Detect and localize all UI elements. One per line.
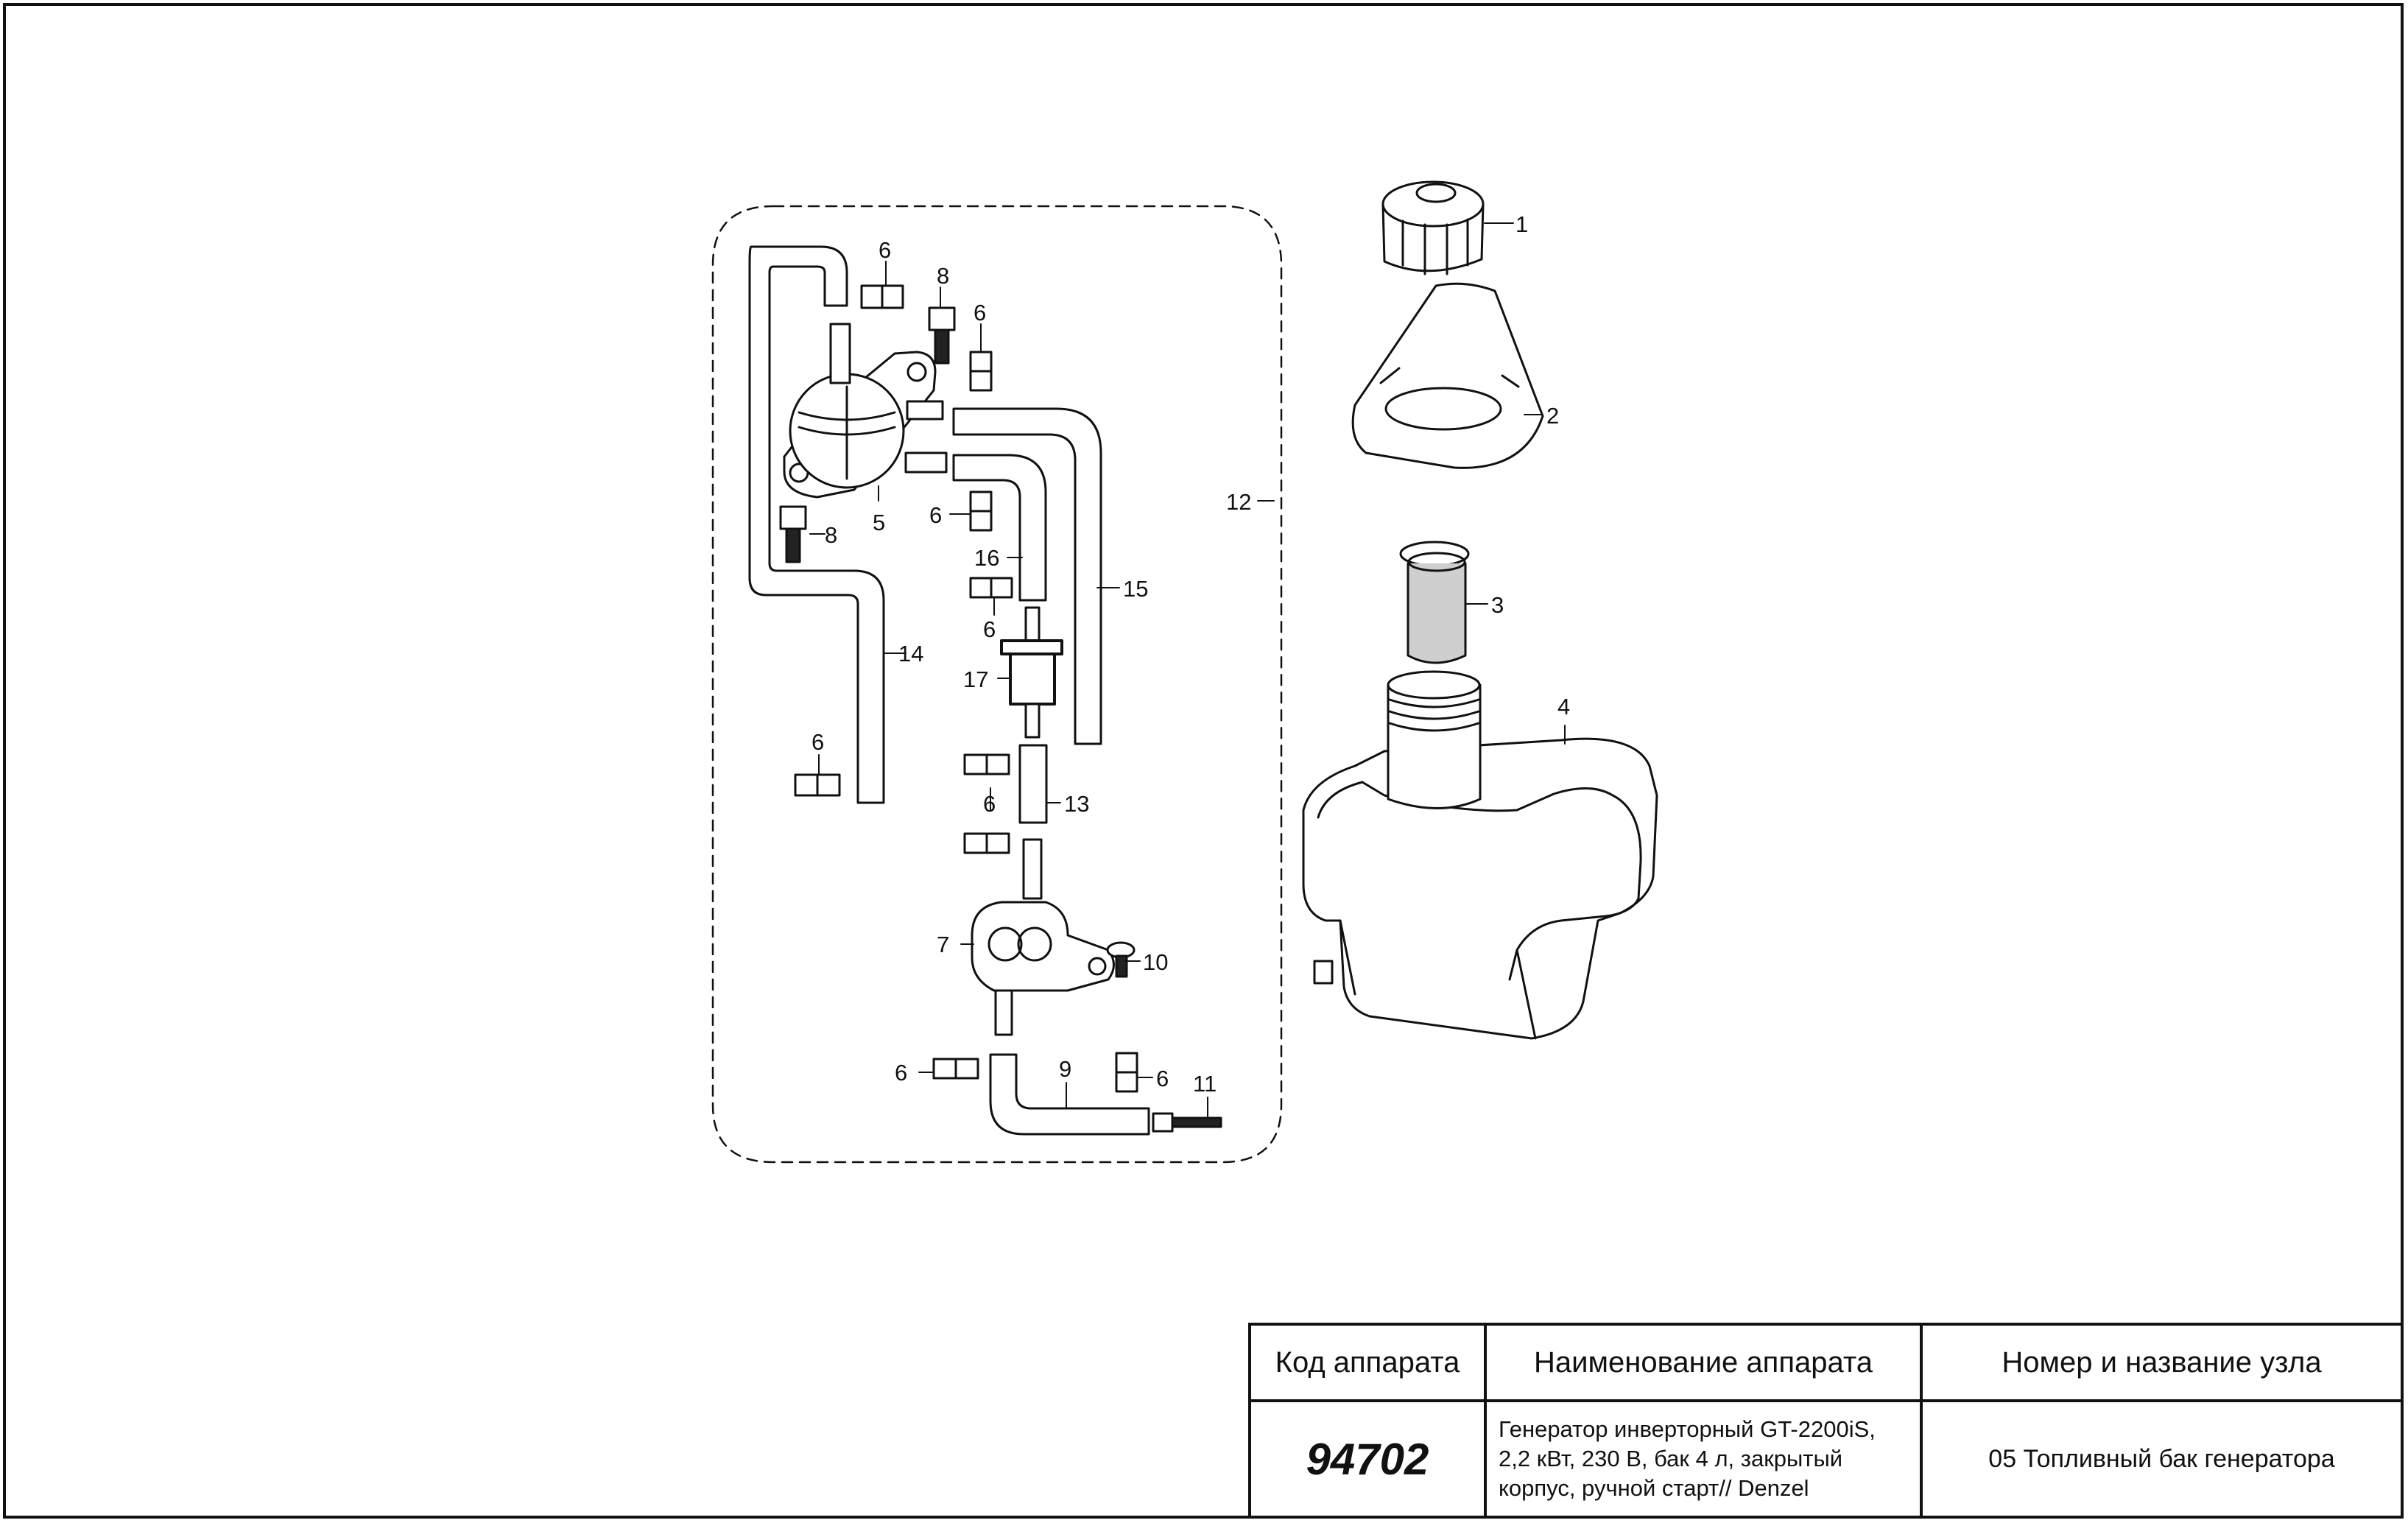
apparatus-name-line-1: Генератор инверторный GT-2200iS, xyxy=(1499,1416,1876,1442)
callout-13: 13 xyxy=(1064,791,1089,817)
filler-neck-guard-2 xyxy=(1351,282,1544,469)
leader-lines xyxy=(809,222,1566,1119)
sheet-frame xyxy=(3,3,2404,1519)
kit-boundary xyxy=(711,205,1283,1164)
callout-7: 7 xyxy=(937,932,949,957)
hose-15 xyxy=(952,407,1102,745)
apparatus-name-line-3: корпус, ручной старт// Denzel xyxy=(1499,1475,1809,1501)
title-block-header-code: Код аппарата xyxy=(1251,1326,1487,1402)
hose-9 xyxy=(989,1053,1150,1136)
fuel-tank-4 xyxy=(1302,670,1658,1040)
hose-13 xyxy=(1018,744,1048,824)
callout-3: 3 xyxy=(1491,592,1504,618)
callout-6-b: 6 xyxy=(974,300,986,326)
callout-12: 12 xyxy=(1226,489,1251,515)
callout-17: 17 xyxy=(963,666,988,692)
callout-1: 1 xyxy=(1515,211,1528,237)
callout-6-f: 6 xyxy=(983,791,996,817)
clamp-group xyxy=(794,284,1138,1093)
screw-10 xyxy=(1106,941,1136,978)
fuel-cock-7 xyxy=(971,838,1115,1036)
callout-6-g: 6 xyxy=(895,1060,907,1086)
callout-5: 5 xyxy=(873,510,885,535)
drain-plug-11 xyxy=(1152,1112,1222,1133)
callout-labels: 1 2 3 4 5 6 6 6 6 6 6 6 6 8 8 7 9 10 11 … xyxy=(812,211,1570,1097)
callout-6-d: 6 xyxy=(983,616,996,642)
hose-14 xyxy=(748,245,885,804)
bolt-8-lower xyxy=(779,505,807,563)
callout-4: 4 xyxy=(1557,694,1570,720)
callout-6-h: 6 xyxy=(1156,1066,1169,1091)
fuel-cap-1 xyxy=(1381,180,1485,275)
bolt-8-upper xyxy=(928,306,956,365)
callout-10: 10 xyxy=(1143,949,1168,975)
fuel-pump-5 xyxy=(783,323,948,499)
callout-16: 16 xyxy=(974,545,999,571)
callout-6-a: 6 xyxy=(879,237,891,263)
apparatus-name: Генератор инверторный GT-2200iS, 2,2 кВт… xyxy=(1487,1402,1923,1519)
hose-16 xyxy=(952,454,1047,602)
fuel-filter-17 xyxy=(1000,606,1063,739)
callout-6-c: 6 xyxy=(929,502,942,528)
callout-15: 15 xyxy=(1123,576,1148,602)
title-block: Код аппарата Наименование аппарата Номер… xyxy=(1248,1323,2404,1519)
apparatus-name-line-2: 2,2 кВт, 230 В, бак 4 л, закрытый xyxy=(1499,1446,1843,1471)
callout-8-a: 8 xyxy=(937,263,949,289)
callout-14: 14 xyxy=(898,641,923,666)
callout-6-e: 6 xyxy=(812,729,824,755)
callout-11: 11 xyxy=(1193,1071,1217,1097)
unit-number-name: 05 Топливный бак генератора xyxy=(1923,1402,2401,1519)
title-block-header-unit: Номер и название узла xyxy=(1923,1326,2401,1402)
fuel-strainer-3 xyxy=(1399,541,1470,664)
apparatus-code: 94702 xyxy=(1251,1402,1487,1519)
callout-2: 2 xyxy=(1546,403,1559,429)
callout-9: 9 xyxy=(1059,1056,1071,1082)
title-block-header-name: Наименование аппарата xyxy=(1487,1326,1923,1402)
callout-8-b: 8 xyxy=(825,522,837,548)
